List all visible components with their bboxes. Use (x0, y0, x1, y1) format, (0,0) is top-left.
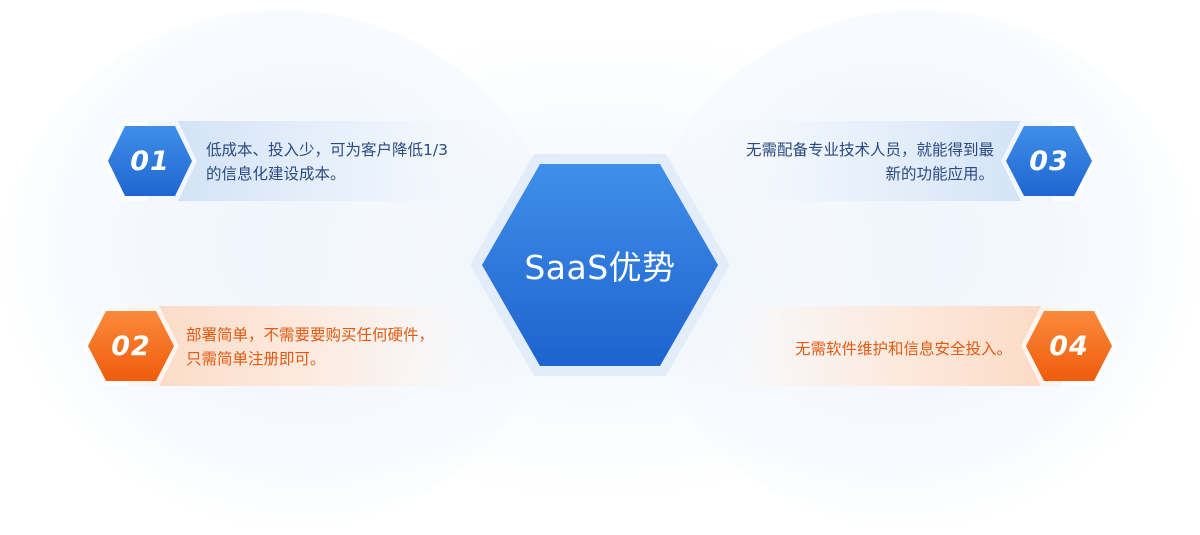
item-01-description: 低成本、投入少，可为客户降低1/3 的信息化建设成本。 (206, 138, 448, 186)
item-01-line-1: 低成本、投入少，可为客户降低1/3 (206, 141, 448, 159)
item-02-banner (128, 306, 478, 386)
item-02-line-2: 只需简单注册即可。 (186, 350, 326, 368)
item-01-banner (148, 121, 498, 201)
item-04-number: 04 (1049, 330, 1089, 362)
item-02-line-1: 部署简单，不需要要购买任何硬件， (186, 326, 435, 344)
item-04-description: 无需软件维护和信息安全投入。 (795, 337, 1012, 361)
center-title: SaaS优势 (524, 248, 676, 287)
item-03-banner (712, 121, 1052, 201)
item-01-number: 01 (130, 145, 170, 177)
hexagon-icon (103, 121, 197, 201)
hexagon-icon (83, 306, 179, 386)
item-04-banner (722, 306, 1062, 386)
center-hexagon: SaaS优势 (468, 152, 732, 378)
item-03-line-1: 无需配备专业技术人员，就能得到最 (745, 141, 994, 159)
item-04-badge: 04 (1020, 304, 1118, 388)
hexagon-icon (470, 154, 730, 376)
item-03-description: 无需配备专业技术人员，就能得到最 新的功能应用。 (746, 138, 994, 186)
item-03-number: 03 (1029, 145, 1069, 177)
hexagon-icon (1021, 306, 1117, 386)
item-02-badge: 02 (82, 304, 180, 388)
hexagon-icon (1001, 121, 1097, 201)
item-03-line-2: 新的功能应用。 (885, 165, 994, 183)
item-02-number: 02 (111, 330, 151, 362)
item-01-badge: 01 (102, 119, 198, 203)
item-03-badge: 03 (1000, 119, 1098, 203)
item-01-line-2: 的信息化建设成本。 (206, 165, 346, 183)
item-02-description: 部署简单，不需要要购买任何硬件， 只需简单注册即可。 (186, 323, 434, 371)
item-04-line-1: 无需软件维护和信息安全投入。 (794, 340, 1012, 358)
